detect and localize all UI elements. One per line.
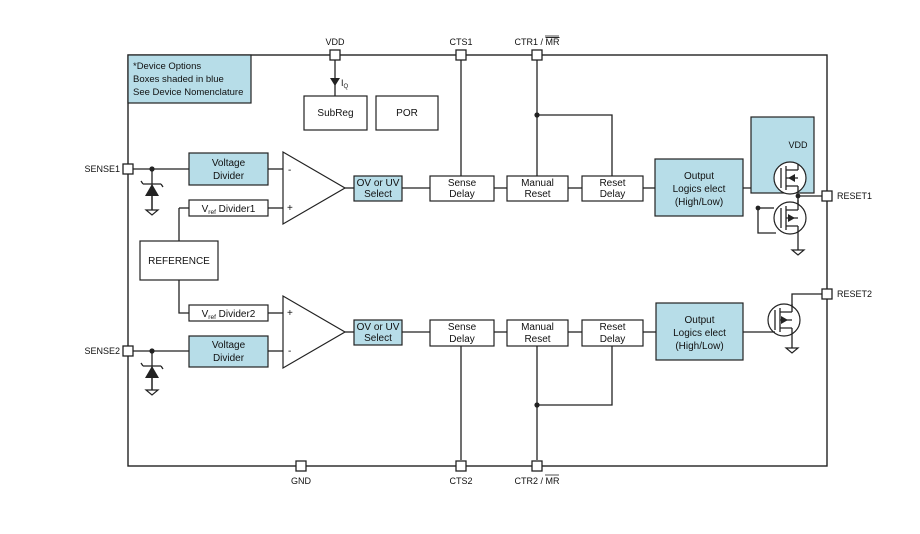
voltage-divider-1: Voltage Divider: [188, 152, 269, 186]
ov-uv-select-2: OV or UV Select: [353, 319, 403, 346]
svg-text:Voltage: Voltage: [212, 158, 246, 169]
svg-text:Vref Divider2: Vref Divider2: [202, 309, 256, 321]
manual-reset-1: Manual Reset: [506, 175, 569, 202]
pin-label-vdd: VDD: [325, 37, 345, 47]
subreg-block: SubReg: [303, 95, 368, 131]
pin-label-cts1: CTS1: [449, 37, 472, 47]
svg-text:+: +: [287, 308, 293, 319]
pin-ctr2: [531, 460, 543, 472]
svg-text:Sense: Sense: [448, 178, 477, 189]
fet-vdd-label: VDD: [788, 140, 808, 150]
vref-divider-2: Vref Divider2: [188, 304, 269, 322]
svg-text:-: -: [288, 346, 291, 357]
svg-text:Divider: Divider: [213, 353, 245, 364]
note-line-1: *Device Options: [133, 61, 201, 72]
iq-current-arrow: IQ: [330, 78, 349, 90]
vref-divider-1: Vref Divider1: [188, 199, 269, 217]
pin-labels: VDD CTS1 CTR1 / MR SENSE1 SENSE2 RESET1 …: [84, 35, 872, 486]
svg-text:Delay: Delay: [600, 189, 626, 200]
svg-text:OV or UV: OV or UV: [357, 322, 400, 333]
reset-delay-2: Reset Delay: [581, 319, 644, 347]
svg-text:Logics elect: Logics elect: [673, 184, 726, 195]
svg-text:Delay: Delay: [600, 334, 626, 345]
junction-dot-sense1: [149, 166, 155, 172]
svg-text:Output: Output: [684, 315, 714, 326]
output-stage-1: VDD: [750, 116, 815, 256]
note-line-3: See Device Nomenclature: [133, 87, 243, 98]
reference-label: REFERENCE: [148, 256, 210, 267]
svg-text:Delay: Delay: [449, 334, 475, 345]
pin-reset2: [821, 288, 833, 300]
comparator-1: - +: [282, 150, 347, 226]
zener-diode-1: [140, 180, 164, 216]
junction-dot-sense2: [149, 348, 155, 354]
svg-text:Manual: Manual: [521, 322, 554, 333]
pin-sense1: [122, 163, 134, 175]
pin-label-ctr1: CTR1 / MR: [514, 37, 560, 47]
sense-delay-1: Sense Delay: [429, 175, 495, 202]
pin-cts2: [455, 460, 467, 472]
output-stage-2: [767, 303, 801, 354]
zener-diode-2: [140, 362, 164, 396]
note-line-2: Boxes shaded in blue: [133, 74, 224, 85]
junction-dot-out1: [755, 205, 761, 211]
pin-label-sense2: SENSE2: [84, 346, 120, 356]
svg-text:-: -: [288, 165, 291, 176]
pin-ctr1: [531, 49, 543, 61]
ov-uv-select-1: OV or UV Select: [353, 175, 403, 202]
comparator-2: + -: [282, 294, 347, 370]
pin-label-sense1: SENSE1: [84, 164, 120, 174]
pin-label-gnd: GND: [291, 476, 312, 486]
svg-text:Select: Select: [364, 333, 392, 344]
svg-text:OV or UV: OV or UV: [357, 178, 400, 189]
svg-text:Vref Divider1: Vref Divider1: [202, 204, 256, 216]
wiring: [133, 60, 822, 460]
reference-block: REFERENCE: [139, 240, 219, 281]
svg-text:Reset: Reset: [524, 334, 550, 345]
svg-text:Logics elect: Logics elect: [673, 328, 726, 339]
reset-delay-1: Reset Delay: [581, 175, 644, 202]
pin-label-cts2: CTS2: [449, 476, 472, 486]
iq-label: IQ: [341, 78, 349, 90]
pin-reset1: [821, 190, 833, 202]
pin-cts1: [455, 49, 467, 61]
por-block: POR: [375, 95, 439, 131]
voltage-divider-2: Voltage Divider: [188, 335, 269, 368]
pin-vdd: [329, 49, 341, 61]
svg-text:Manual: Manual: [521, 178, 554, 189]
svg-text:Select: Select: [364, 189, 392, 200]
output-logic-2: Output Logics elect (High/Low): [655, 302, 744, 361]
pin-gnd: [295, 460, 307, 472]
pin-label-reset1: RESET1: [837, 191, 872, 201]
svg-text:Delay: Delay: [449, 189, 475, 200]
svg-text:Reset: Reset: [599, 178, 625, 189]
junction-dot-ctr2: [534, 402, 540, 408]
sense-delay-2: Sense Delay: [429, 319, 495, 347]
subreg-label: SubReg: [317, 108, 353, 119]
pins: [122, 49, 833, 472]
svg-text:Sense: Sense: [448, 322, 477, 333]
por-label: POR: [396, 108, 418, 119]
svg-text:Reset: Reset: [599, 322, 625, 333]
device-options-note: *Device Options Boxes shaded in blue See…: [127, 54, 252, 104]
svg-text:(High/Low): (High/Low): [675, 197, 723, 208]
svg-text:+: +: [287, 203, 293, 214]
manual-reset-2: Manual Reset: [506, 319, 569, 347]
junction-dot-ctr1: [534, 112, 540, 118]
svg-text:Output: Output: [684, 171, 714, 182]
chip-outline: [127, 54, 828, 467]
output-logic-1: Output Logics elect (High/Low): [654, 158, 744, 217]
svg-text:Reset: Reset: [524, 189, 550, 200]
svg-text:Voltage: Voltage: [212, 340, 246, 351]
svg-text:(High/Low): (High/Low): [675, 341, 723, 352]
junction-dot-reset1: [795, 193, 801, 199]
pin-label-reset2: RESET2: [837, 289, 872, 299]
pin-sense2: [122, 345, 134, 357]
pin-label-ctr2: CTR2 / MR: [514, 476, 560, 486]
svg-text:Divider: Divider: [213, 171, 245, 182]
